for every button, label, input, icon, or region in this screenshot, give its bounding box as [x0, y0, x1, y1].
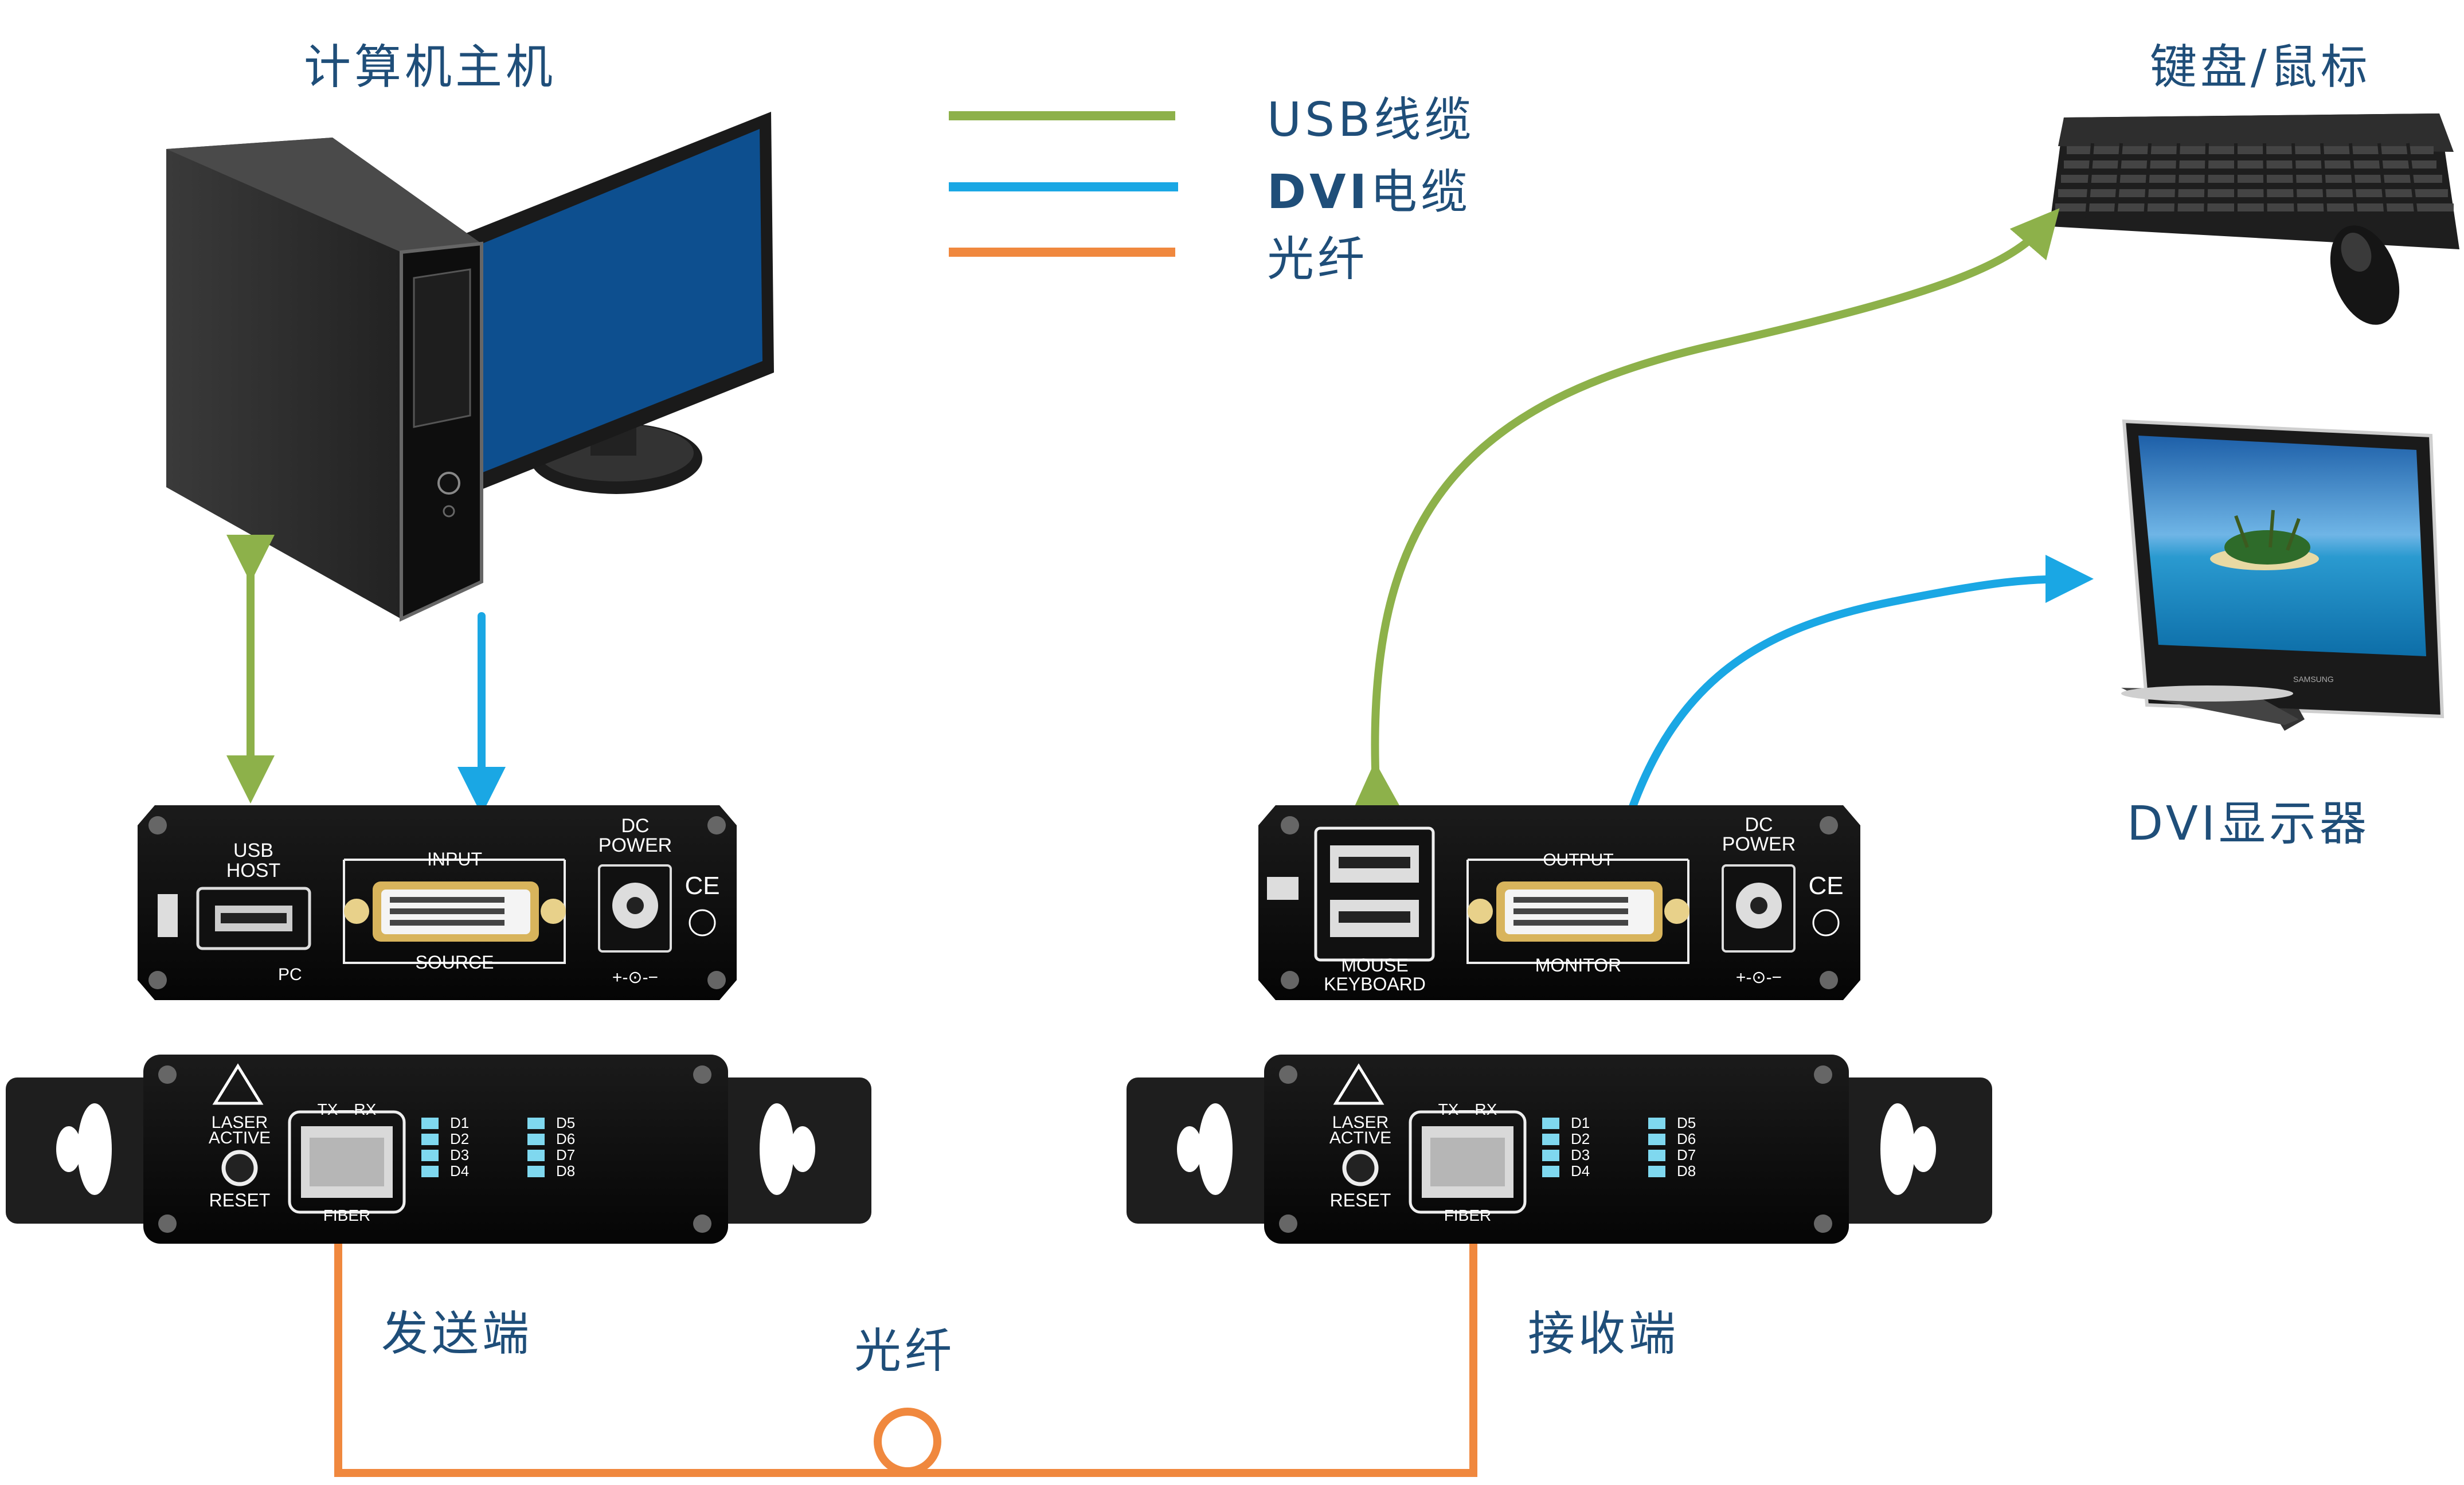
legend-dvi-line	[949, 182, 1178, 191]
tx-reset-button	[221, 1150, 258, 1186]
keyboard-mouse-illustration	[2050, 113, 2459, 325]
monitor-brand: SAMSUNG	[2293, 675, 2334, 684]
tx-usb-label-2: HOST	[226, 860, 280, 881]
keyboard-mouse-label: 键盘/鼠标	[2150, 40, 2371, 95]
rx-mouse-label: MOUSE	[1341, 955, 1408, 975]
rx-fiber-label: FIBER	[1444, 1206, 1491, 1224]
tx-fiber-module: LASER ACTIVE RESET TX—RX FIBER D1 D2	[6, 1055, 871, 1244]
tx-polarity: +-⊙-−	[612, 968, 658, 987]
rx-dc-label-1: DC	[1745, 814, 1773, 836]
tx-led-d7: D7	[556, 1146, 575, 1163]
rx-led-d6: D6	[1677, 1130, 1696, 1147]
rx-led-d8: D8	[1677, 1162, 1696, 1180]
rx-laser-label-1: LASER	[1332, 1113, 1389, 1132]
fiber-cable	[334, 1234, 1477, 1477]
tx-reset-label: RESET	[209, 1190, 271, 1210]
tx-rear-panel: USB HOST PC INPUT SOURCE DC POWER +-⊙-− …	[138, 805, 737, 1000]
pc-host-illustration	[166, 112, 774, 622]
rx-led-d1: D1	[1571, 1114, 1590, 1131]
receiver-label: 接收端	[1528, 1307, 1680, 1361]
tx-led-d5: D5	[556, 1114, 575, 1131]
rx-led-d5: D5	[1677, 1114, 1696, 1131]
dvi-cable-rx-monitor	[1613, 555, 2094, 861]
rx-keyboard-label: KEYBOARD	[1324, 974, 1426, 994]
tx-led-d8: D8	[556, 1162, 575, 1180]
rx-laser-label-2: ACTIVE	[1329, 1129, 1391, 1147]
rx-monitor-label: MONITOR	[1535, 955, 1622, 975]
dvi-monitor-label: DVI显示器	[2127, 797, 2370, 851]
tx-ce-mark: CE	[685, 872, 719, 900]
connections	[226, 208, 2094, 1477]
tx-input-label: INPUT	[427, 849, 482, 869]
tx-dc-label-2: POWER	[599, 834, 672, 856]
tx-led-d2: D2	[450, 1130, 469, 1147]
tx-led-d4: D4	[450, 1162, 469, 1180]
tx-usb-label-1: USB	[233, 840, 273, 861]
tx-dc-label-1: DC	[621, 815, 649, 837]
usb-cable-rx-keyboard	[1352, 208, 2060, 810]
dvi-monitor-illustration: SAMSUNG	[2121, 419, 2445, 731]
tx-txrx-label: TX—RX	[318, 1100, 377, 1118]
tx-laser-label-1: LASER	[212, 1113, 268, 1132]
tx-led-d6: D6	[556, 1130, 575, 1147]
rx-reset-label: RESET	[1330, 1190, 1391, 1210]
tx-pc-label: PC	[278, 965, 302, 984]
legend-usb-label: USB线缆	[1267, 93, 1475, 147]
transmitter-label: 发送端	[381, 1307, 533, 1361]
tx-laser-label-2: ACTIVE	[209, 1129, 271, 1147]
legend-dvi-bold: DVI	[1267, 165, 1371, 220]
tx-fiber-label: FIBER	[323, 1206, 370, 1224]
rx-led-d2: D2	[1571, 1130, 1590, 1147]
tx-led-d3: D3	[450, 1146, 469, 1163]
pc-host-label: 计算机主机	[304, 40, 557, 95]
rx-ce-mark: CE	[1808, 872, 1843, 900]
rx-reset-button	[1342, 1150, 1379, 1186]
legend-fiber-line	[949, 248, 1175, 257]
rx-dc-label-2: POWER	[1722, 833, 1796, 855]
rx-fiber-module: LASER ACTIVE RESET TX—RX FIBER D1 D2 D3 …	[1127, 1055, 1992, 1244]
tx-source-label: SOURCE	[416, 952, 494, 973]
fiber-loop-label: 光纤	[854, 1324, 956, 1378]
rx-led-d3: D3	[1571, 1146, 1590, 1163]
tx-led-d1: D1	[450, 1114, 469, 1131]
legend-usb-line	[949, 111, 1175, 120]
rx-led-d7: D7	[1677, 1146, 1696, 1163]
legend-fiber-label: 光纤	[1267, 232, 1368, 287]
rx-rear-panel: MOUSE KEYBOARD OUTPUT MONITOR DC POWER +…	[1258, 805, 1860, 1000]
rx-output-label: OUTPUT	[1543, 851, 1613, 869]
rx-led-d4: D4	[1571, 1162, 1590, 1180]
fiber-coil	[874, 1408, 941, 1475]
rx-txrx-label: TX—RX	[1438, 1100, 1497, 1118]
rx-polarity: +-⊙-−	[1736, 968, 1782, 987]
